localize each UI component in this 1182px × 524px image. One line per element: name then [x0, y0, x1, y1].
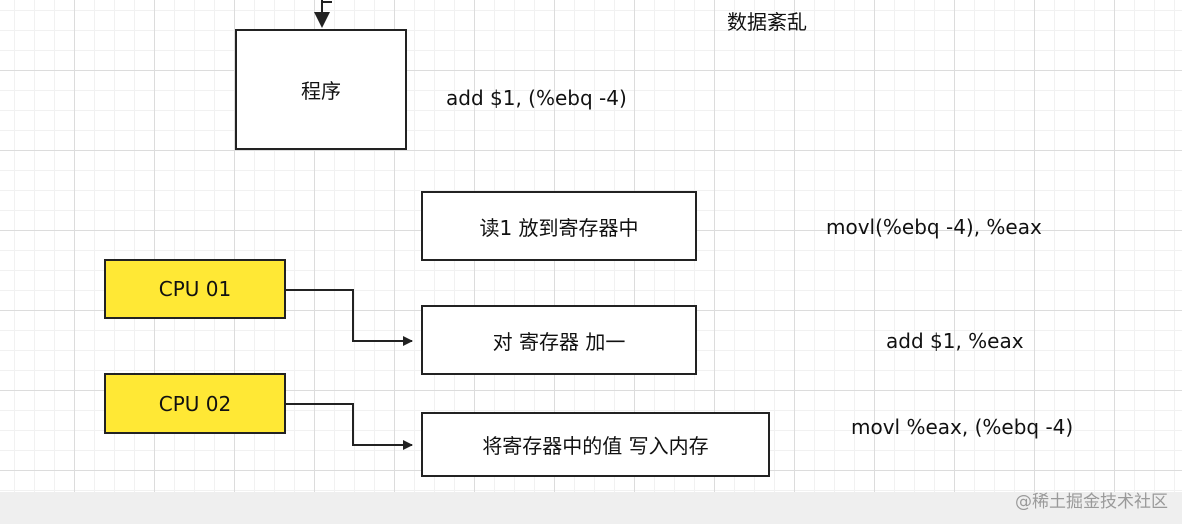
watermark-text: @稀土掘金技术社区 — [1015, 492, 1168, 512]
top-arrowhead — [314, 12, 330, 28]
cpu1-to-increment-connector — [286, 289, 413, 346]
read-step-box: 读1 放到寄存器中 — [421, 191, 697, 261]
cpu-01-box: CPU 01 — [104, 259, 286, 319]
footer-bar — [0, 492, 1182, 524]
program-box: 程序 — [235, 29, 407, 150]
program-instruction: add $1, (%ebq -4) — [446, 86, 627, 110]
increment-instruction: add $1, %eax — [886, 329, 1024, 353]
diagram-title: 数据紊乱 — [727, 10, 807, 34]
cpu2-to-write-connector — [286, 403, 413, 450]
write-step-box: 将寄存器中的值 写入内存 — [421, 412, 770, 477]
increment-step-box: 对 寄存器 加一 — [421, 305, 697, 375]
read-instruction: movl(%ebq -4), %eax — [826, 215, 1042, 239]
cpu-02-box: CPU 02 — [104, 373, 286, 434]
write-instruction: movl %eax, (%ebq -4) — [851, 415, 1074, 439]
